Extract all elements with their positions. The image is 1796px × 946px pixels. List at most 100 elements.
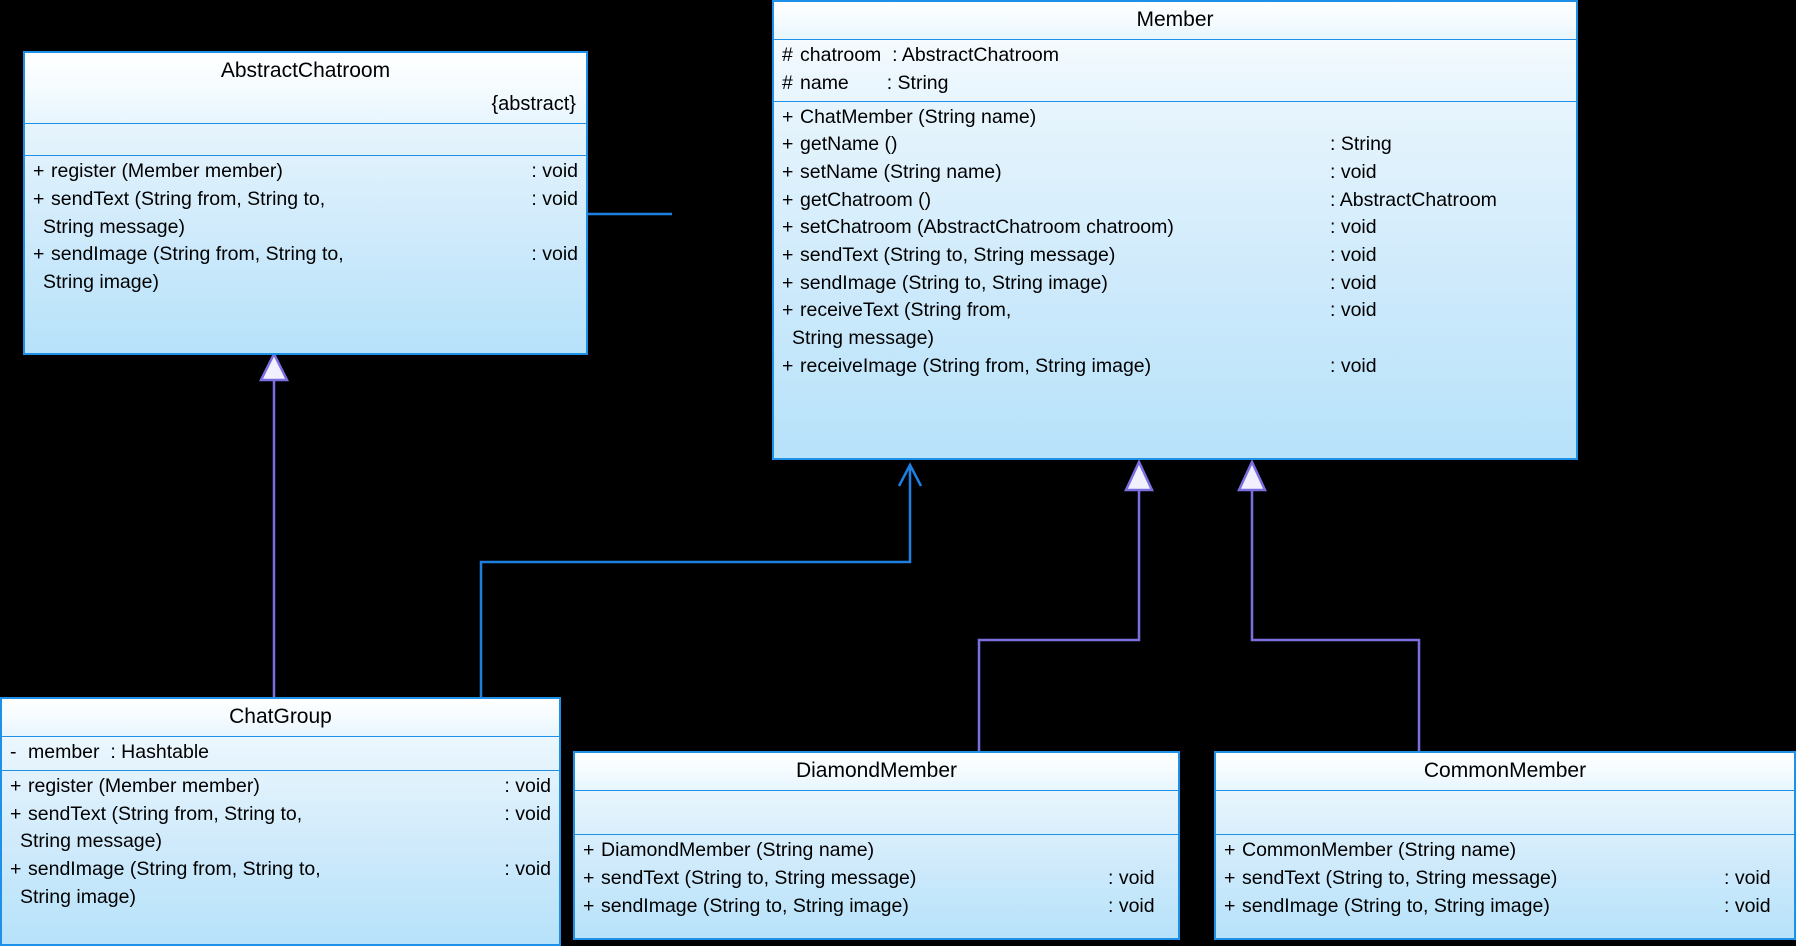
operation-continuation: String message) bbox=[25, 214, 586, 242]
operation-row: + sendText (String from, String to, : vo… bbox=[2, 801, 559, 829]
visibility: + bbox=[782, 188, 794, 211]
operation-row: + getChatroom () : AbstractChatroom bbox=[774, 187, 1576, 215]
generalization-commonmember-to-member bbox=[1237, 459, 1421, 753]
visibility: + bbox=[782, 216, 794, 239]
signature: sendText (String to, String message) bbox=[1242, 866, 1558, 889]
return-type: : AbstractChatroom bbox=[1330, 188, 1497, 211]
operation-row: + sendImage (String to, String image) : … bbox=[774, 270, 1576, 298]
return-type: : void bbox=[1330, 354, 1377, 377]
operation-row: + receiveText (String from, : void bbox=[774, 297, 1576, 325]
generalization-diamondmember-to-member bbox=[977, 459, 1154, 753]
visibility: + bbox=[782, 105, 794, 128]
return-type: : void bbox=[1330, 243, 1377, 266]
return-type: : void bbox=[1330, 299, 1377, 322]
attribute-row: - member : Hashtable bbox=[2, 739, 559, 767]
divider bbox=[25, 123, 586, 125]
visibility: - bbox=[10, 741, 17, 764]
association-chatgroup-to-member bbox=[479, 462, 923, 700]
class-box-chatgroup[interactable]: ChatGroup - member : Hashtable + registe… bbox=[0, 697, 561, 946]
class-name-label: AbstractChatroom bbox=[220, 59, 391, 82]
attributes-compartment-diamondmember bbox=[575, 791, 1178, 834]
divider bbox=[575, 834, 1178, 836]
signature: getName () bbox=[800, 133, 898, 156]
class-title-chatgroup: ChatGroup bbox=[2, 699, 559, 737]
signature: sendText (String from, String to, bbox=[51, 187, 326, 210]
class-title-commonmember: CommonMember bbox=[1216, 753, 1794, 791]
operation-row: + CommonMember (String name) bbox=[1216, 837, 1794, 865]
class-title-diamondmember: DiamondMember bbox=[575, 753, 1178, 791]
operations-compartment-commonmember: + CommonMember (String name) + sendText … bbox=[1216, 835, 1794, 923]
return-type: : void bbox=[1108, 866, 1155, 889]
signature-continued: String message) bbox=[792, 327, 934, 350]
signature: sendImage (String to, String image) bbox=[1242, 894, 1550, 917]
operation-row: + DiamondMember (String name) bbox=[575, 837, 1178, 865]
return-type: : String bbox=[1330, 133, 1392, 156]
attributes-compartment-commonmember bbox=[1216, 791, 1794, 834]
return-type: : void bbox=[531, 187, 578, 210]
operation-continuation: String image) bbox=[25, 269, 586, 297]
signature: sendImage (String from, String to, bbox=[28, 857, 321, 880]
return-type: : void bbox=[1108, 894, 1155, 917]
class-box-member[interactable]: Member # chatroom : AbstractChatroom # n… bbox=[772, 0, 1578, 460]
return-type: : void bbox=[504, 774, 551, 797]
divider bbox=[25, 155, 586, 157]
signature: register (Member member) bbox=[28, 774, 260, 797]
abstract-stereotype-label: {abstract} bbox=[491, 93, 576, 116]
signature-continued: String message) bbox=[20, 830, 162, 853]
operations-compartment-diamondmember: + DiamondMember (String name) + sendText… bbox=[575, 835, 1178, 923]
return-type: : void bbox=[1724, 866, 1771, 889]
visibility: # bbox=[782, 44, 793, 67]
operation-row: + receiveImage (String from, String imag… bbox=[774, 353, 1576, 381]
signature: sendImage (String to, String image) bbox=[601, 894, 909, 917]
attribute-row: # chatroom : AbstractChatroom bbox=[774, 42, 1576, 70]
class-name-label: Member bbox=[1136, 8, 1214, 31]
return-type: : void bbox=[504, 857, 551, 880]
visibility: + bbox=[782, 160, 794, 183]
signature-continued: String image) bbox=[20, 885, 136, 908]
divider bbox=[2, 769, 559, 771]
signature: getChatroom () bbox=[800, 188, 932, 211]
operation-row: + sendImage (String to, String image) : … bbox=[1216, 893, 1794, 921]
operation-row: + getName () : String bbox=[774, 131, 1576, 159]
class-name-label: ChatGroup bbox=[229, 705, 332, 728]
operation-row: + setName (String name) : void bbox=[774, 159, 1576, 187]
divider bbox=[575, 790, 1178, 792]
visibility: + bbox=[1224, 866, 1236, 889]
operation-continuation: String message) bbox=[774, 325, 1576, 353]
operation-row: + setChatroom (AbstractChatroom chatroom… bbox=[774, 214, 1576, 242]
divider bbox=[774, 39, 1576, 41]
signature: sendImage (String to, String image) bbox=[800, 271, 1108, 294]
class-name-label: CommonMember bbox=[1423, 759, 1587, 782]
signature-continued: String image) bbox=[43, 270, 159, 293]
signature: ChatMember (String name) bbox=[800, 105, 1037, 128]
signature: chatroom : AbstractChatroom bbox=[800, 44, 1060, 67]
return-type: : void bbox=[504, 802, 551, 825]
operations-compartment-abstractchatroom: + register (Member member) : void + send… bbox=[25, 156, 586, 299]
attributes-compartment-member: # chatroom : AbstractChatroom # name : S… bbox=[774, 40, 1576, 100]
operations-compartment-chatgroup: + register (Member member) : void + send… bbox=[2, 771, 559, 914]
return-type: : void bbox=[531, 160, 578, 183]
signature: sendText (String from, String to, bbox=[28, 802, 303, 825]
attribute-row: # name : String bbox=[774, 70, 1576, 98]
signature: sendText (String to, String message) bbox=[601, 866, 917, 889]
divider bbox=[774, 100, 1576, 102]
operations-compartment-member: + ChatMember (String name) + getName () … bbox=[774, 102, 1576, 384]
visibility: + bbox=[782, 299, 794, 322]
generalization-chatgroup-to-abstractchatroom bbox=[258, 351, 290, 700]
signature: DiamondMember (String name) bbox=[601, 839, 875, 862]
visibility: + bbox=[1224, 894, 1236, 917]
operation-row: + sendText (String from, String to, : vo… bbox=[25, 186, 586, 214]
class-box-diamondmember[interactable]: DiamondMember + DiamondMember (String na… bbox=[573, 751, 1180, 940]
signature: receiveText (String from, bbox=[800, 299, 1012, 322]
operation-row: + ChatMember (String name) bbox=[774, 104, 1576, 132]
signature: sendImage (String from, String to, bbox=[51, 243, 344, 266]
visibility: + bbox=[782, 271, 794, 294]
signature: setChatroom (AbstractChatroom chatroom) bbox=[800, 216, 1174, 239]
signature: setName (String name) bbox=[800, 160, 1002, 183]
class-box-commonmember[interactable]: CommonMember + CommonMember (String name… bbox=[1214, 751, 1796, 940]
class-title-member: Member bbox=[774, 2, 1576, 40]
visibility: + bbox=[10, 802, 22, 825]
class-box-abstractchatroom[interactable]: AbstractChatroom {abstract} + register (… bbox=[23, 51, 588, 355]
